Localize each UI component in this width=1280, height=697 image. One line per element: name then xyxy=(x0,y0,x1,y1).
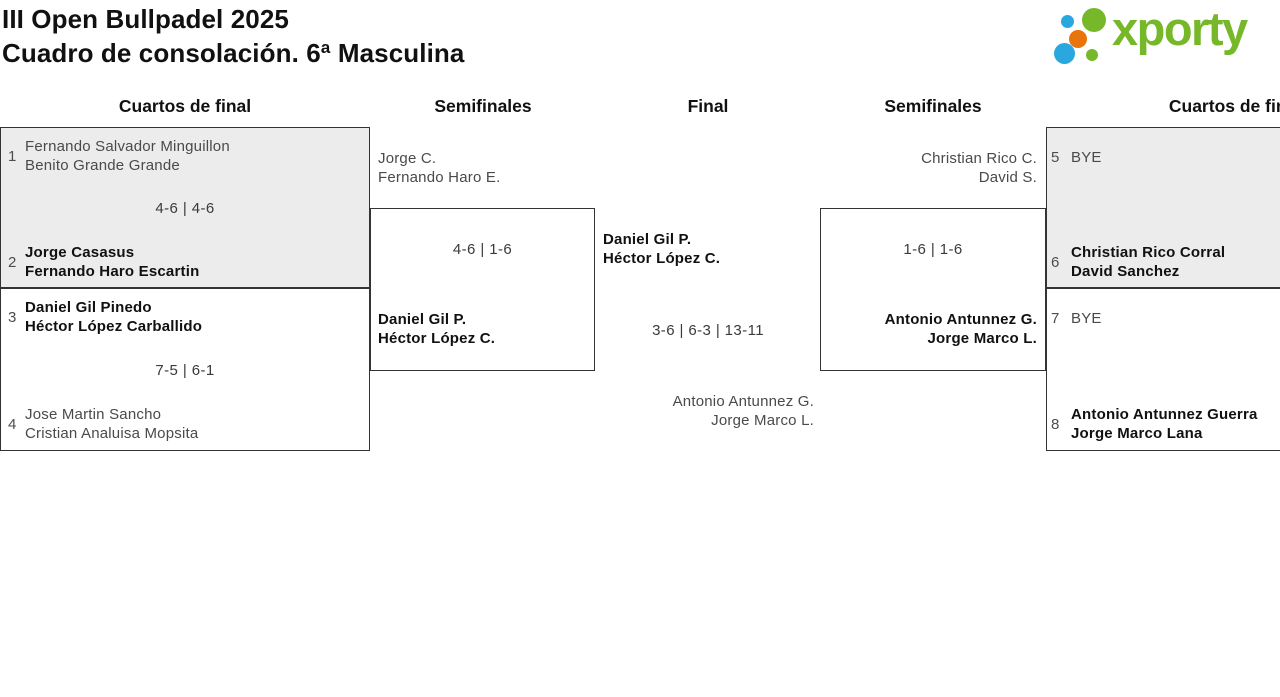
match-score: 4-6 | 4-6 xyxy=(155,200,215,217)
player-name: Jorge Marco L. xyxy=(711,412,814,429)
logo-dot-icon xyxy=(1082,8,1106,32)
player-name: David S. xyxy=(978,169,1037,186)
player-name: Antonio Antunnez Guerra xyxy=(1071,406,1258,423)
sf-right-team-2: Antonio Antunnez G. Jorge Marco L. xyxy=(837,310,1037,348)
tournament-title: III Open Bullpadel 2025 xyxy=(2,4,289,34)
logo-dot-icon xyxy=(1086,49,1098,61)
match-box-qf-left-1 xyxy=(0,127,370,288)
player-name: Jorge Marco L. xyxy=(927,330,1037,347)
seed-number: 1 xyxy=(8,147,17,165)
qf-left-1-team-1: 1 Fernando Salvador Minguillon Benito Gr… xyxy=(8,137,230,175)
seed-number: 2 xyxy=(8,253,17,271)
bracket-subtitle: Cuadro de consolación. 6ª Masculina xyxy=(2,38,465,68)
match-score: 1-6 | 1-6 xyxy=(903,241,963,258)
qf-left-2-team-1: 3 Daniel Gil Pinedo Héctor López Carball… xyxy=(8,298,202,336)
match-box-sf-left xyxy=(370,208,595,371)
column-header-quarterfinals-right: Cuartos de final xyxy=(1168,96,1280,116)
seed-number: 7 xyxy=(1051,310,1060,327)
match-box-qf-right-2 xyxy=(1046,288,1280,451)
match-score: 3-6 | 6-3 | 13-11 xyxy=(652,322,764,339)
seed-number: 8 xyxy=(1051,415,1060,433)
xporty-logo: xporty xyxy=(1050,0,1280,80)
player-name: Daniel Gil Pinedo xyxy=(25,299,152,316)
player-name: Héctor López C. xyxy=(603,250,721,267)
logo-dot-icon xyxy=(1069,30,1087,48)
sf-left-team-1: Jorge C. Fernando Haro E. xyxy=(378,149,500,187)
qf-left-2-team-2: 4 Jose Martin Sancho Cristian Analuisa M… xyxy=(8,405,198,443)
column-header-semifinals-left: Semifinales xyxy=(434,96,532,116)
player-name: Jorge Marco Lana xyxy=(1071,425,1203,442)
player-name: David Sanchez xyxy=(1071,263,1180,280)
player-name: Cristian Analuisa Mopsita xyxy=(25,425,199,442)
player-name: Christian Rico C. xyxy=(921,150,1037,167)
match-score: 4-6 | 1-6 xyxy=(452,241,513,258)
qf-right-2-team-1: 7 BYE xyxy=(1051,309,1102,328)
column-header-quarterfinals-left: Cuartos de final xyxy=(118,96,252,116)
player-name: Jose Martin Sancho xyxy=(25,406,162,423)
player-name: Fernando Salvador Minguillon xyxy=(25,138,230,155)
qf-right-2-team-2: 8 Antonio Antunnez Guerra Jorge Marco La… xyxy=(1051,405,1258,443)
final-team-2: Antonio Antunnez G. Jorge Marco L. xyxy=(594,392,814,430)
match-box-qf-left-2 xyxy=(0,288,370,451)
player-name: BYE xyxy=(1071,149,1102,166)
qf-right-1-team-1: 5 BYE xyxy=(1051,148,1102,167)
page-title: III Open Bullpadel 2025 Cuadro de consol… xyxy=(2,2,464,70)
qf-left-1-team-2: 2 Jorge Casasus Fernando Haro Escartin xyxy=(8,243,199,281)
sf-right-team-1: Christian Rico C. David S. xyxy=(837,149,1037,187)
player-name: Fernando Haro Escartin xyxy=(25,263,200,280)
seed-number: 5 xyxy=(1051,149,1060,166)
seed-number: 4 xyxy=(8,415,17,433)
qf-right-1-team-2: 6 Christian Rico Corral David Sanchez xyxy=(1051,243,1226,281)
column-header-semifinals-right: Semifinales xyxy=(884,96,982,116)
player-name: Héctor López Carballido xyxy=(25,318,203,335)
player-name: Christian Rico Corral xyxy=(1071,244,1226,261)
seed-number: 6 xyxy=(1051,253,1060,271)
player-name: Daniel Gil P. xyxy=(603,231,692,248)
xporty-logo-text: xporty xyxy=(1112,2,1248,55)
player-name: Fernando Haro E. xyxy=(378,169,501,186)
player-name: Jorge C. xyxy=(378,150,437,167)
match-box-sf-right xyxy=(820,208,1046,371)
player-name: BYE xyxy=(1071,310,1102,327)
column-header-final: Final xyxy=(687,96,729,116)
player-name: Daniel Gil P. xyxy=(378,311,467,328)
sf-left-team-2: Daniel Gil P. Héctor López C. xyxy=(378,310,495,348)
final-team-1: Daniel Gil P. Héctor López C. xyxy=(603,230,720,268)
logo-dot-icon xyxy=(1054,43,1075,64)
match-box-qf-right-1 xyxy=(1046,127,1280,288)
player-name: Héctor López C. xyxy=(378,330,496,347)
logo-dot-icon xyxy=(1061,15,1074,28)
player-name: Jorge Casasus xyxy=(25,244,135,261)
player-name: Antonio Antunnez G. xyxy=(672,393,814,410)
seed-number: 3 xyxy=(8,308,17,326)
player-name: Antonio Antunnez G. xyxy=(884,311,1037,328)
match-score: 7-5 | 6-1 xyxy=(155,362,215,379)
player-name: Benito Grande Grande xyxy=(25,157,180,174)
